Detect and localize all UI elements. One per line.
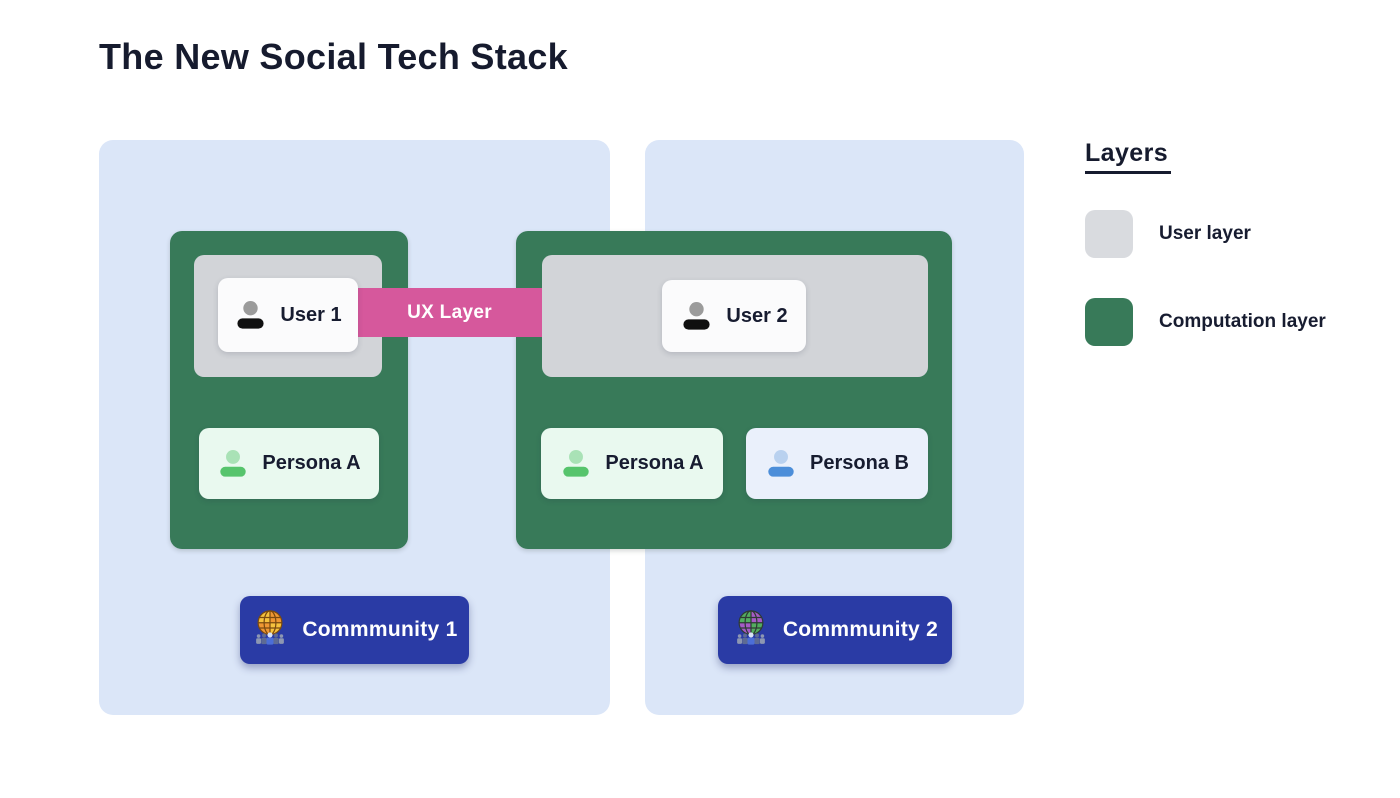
community-2-persona-a-card: Persona A	[541, 428, 723, 499]
globe-crowd-green-purple-icon	[732, 608, 770, 652]
user-2-card: User 2	[662, 280, 806, 352]
persona-icon	[217, 449, 249, 478]
community-1-persona-a-card: Persona A	[199, 428, 379, 499]
computation-layer-label: Computation layer	[1159, 311, 1326, 332]
person-icon	[680, 301, 713, 331]
user-2-label: User 2	[726, 304, 788, 327]
persona-b-label: Persona B	[810, 452, 909, 474]
user-1-label: User 1	[280, 303, 342, 326]
persona-icon	[765, 449, 797, 478]
user-1-card: User 1	[218, 278, 358, 352]
user-layer-label: User layer	[1159, 223, 1251, 244]
ux-layer-label: UX Layer	[407, 301, 492, 323]
computation-layer-swatch	[1085, 298, 1133, 346]
persona-icon	[560, 449, 592, 478]
persona-a-label: Persona A	[605, 452, 704, 474]
legend-item-user-layer: User layer	[1085, 210, 1251, 258]
community-1-label: Commmunity 1	[302, 618, 458, 641]
community-2-persona-b-card: Persona B	[746, 428, 928, 499]
legend-title: Layers	[1085, 139, 1172, 174]
page-title: The New Social Tech Stack	[99, 36, 568, 77]
community-2-label: Commmunity 2	[782, 618, 939, 641]
legend: Layers User layer Computation layer	[1085, 139, 1375, 346]
legend-item-computation-layer: Computation layer	[1085, 298, 1326, 346]
person-icon	[234, 300, 267, 330]
persona-a-label: Persona A	[262, 452, 361, 474]
community-2-button: Commmunity 2	[718, 596, 952, 664]
globe-crowd-orange-icon	[251, 608, 289, 652]
user-layer-swatch	[1085, 210, 1133, 258]
ux-layer-connector: UX Layer	[357, 288, 542, 337]
community-1-button: Commmunity 1	[240, 596, 469, 664]
